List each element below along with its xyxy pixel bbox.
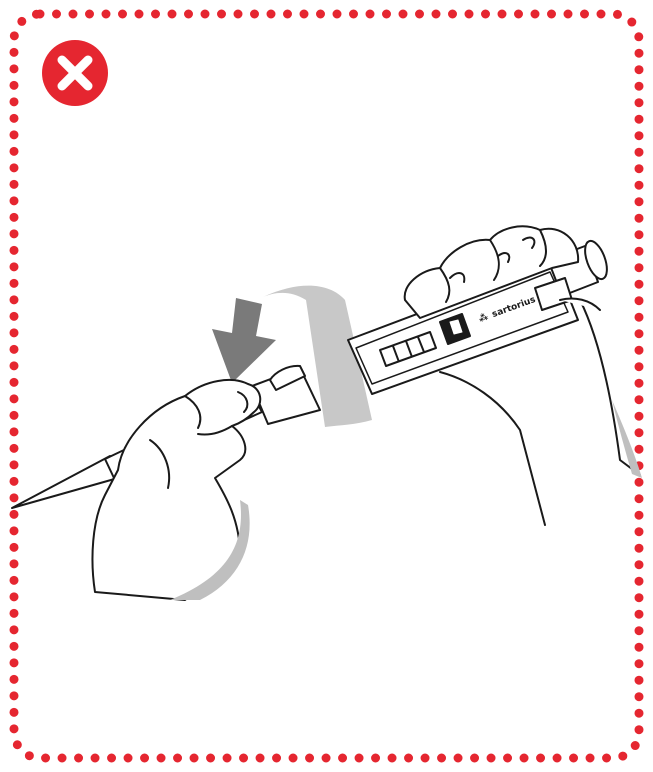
- rotation-band: [263, 285, 372, 427]
- pipette-body: [347, 239, 608, 395]
- left-hand: [91, 379, 262, 601]
- right-hand-shadow: [612, 400, 642, 478]
- pipette-shaft: [251, 364, 321, 425]
- lock-switch: [439, 313, 471, 345]
- left-hand-shadow: [170, 500, 250, 600]
- incorrect-badge: [42, 40, 108, 106]
- arrow-down-icon: [212, 298, 276, 383]
- volume-display: [379, 331, 437, 367]
- dotted-frame: [9, 9, 644, 763]
- close-icon: [57, 55, 93, 91]
